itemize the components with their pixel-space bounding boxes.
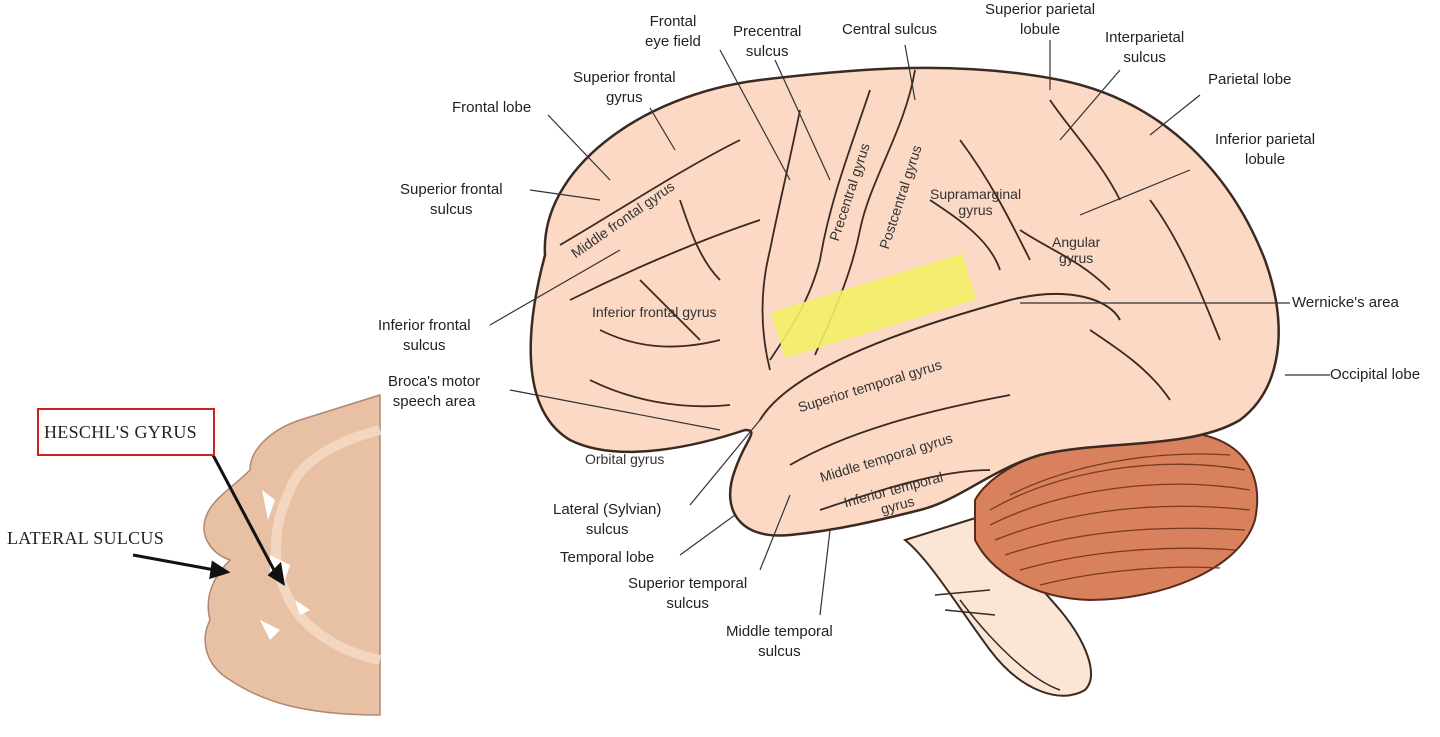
- label-central-sulcus: Central sulcus: [842, 21, 938, 38]
- label-heschls-gyrus: HESCHL'S GYRUS: [44, 422, 197, 442]
- label-orbital-gyrus: Orbital gyrus: [585, 451, 665, 467]
- label-inferior-frontal-gyrus: Inferior frontal gyrus: [592, 304, 717, 320]
- label-lateral-sylvian-sulcus: Lateral (Sylvian)sulcus: [553, 501, 662, 538]
- label-parietal-lobe: Parietal lobe: [1208, 71, 1292, 88]
- heschl-label-box: [37, 408, 215, 456]
- label-frontal-lobe: Frontal lobe: [452, 99, 532, 116]
- label-lateral-sulcus: LATERAL SULCUS: [7, 528, 165, 548]
- leader-lines: [489, 40, 1330, 616]
- label-occipital-lobe: Occipital lobe: [1330, 366, 1421, 383]
- label-wernickes-area: Wernicke's area: [1292, 294, 1399, 311]
- inset-arrows: [132, 454, 286, 587]
- label-temporal-lobe: Temporal lobe: [560, 549, 655, 566]
- cerebellum-folia: [989, 453, 1251, 586]
